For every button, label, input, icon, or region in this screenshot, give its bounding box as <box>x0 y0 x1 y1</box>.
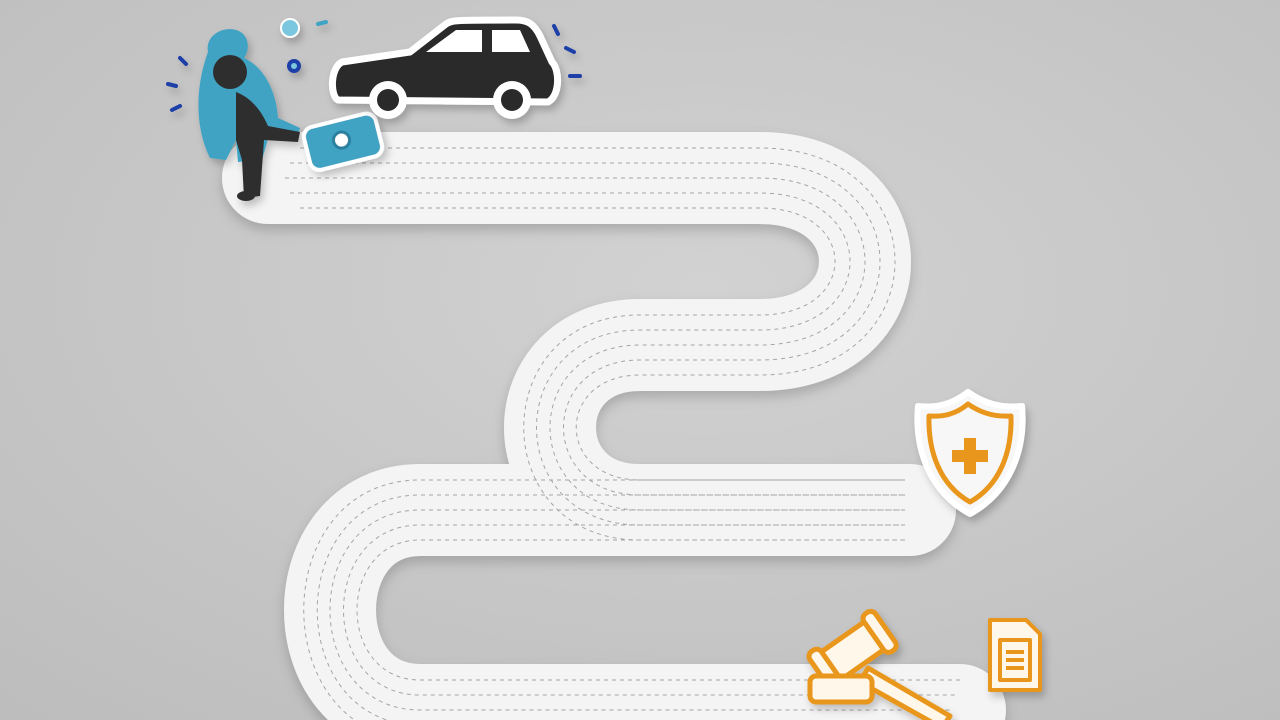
gavel-head-band-right <box>860 608 899 655</box>
lane-line-4 <box>290 192 955 696</box>
shield-cross-icon <box>914 389 1026 517</box>
document-lines <box>1006 650 1024 670</box>
shield-cross <box>952 438 988 474</box>
person-dark-body <box>236 92 300 198</box>
car-wheel-rear-hub <box>501 89 523 111</box>
dizzy-dash <box>316 20 328 26</box>
gavel-block <box>807 673 875 705</box>
lane-line-5 <box>300 207 960 681</box>
document-icon <box>988 618 1042 692</box>
lane-line-3 <box>285 177 950 711</box>
briefcase-icon <box>301 111 385 172</box>
car-icon <box>329 16 582 119</box>
road-lane-lines <box>285 147 960 720</box>
dizzy-circle-1 <box>280 18 300 38</box>
car-window-rear <box>492 30 530 52</box>
shield-inner <box>926 401 1014 505</box>
car-motion-marks <box>552 24 582 78</box>
dizzy-circle-3 <box>291 63 297 69</box>
injured-person-icon <box>166 18 328 201</box>
car-wheel-front-hub <box>377 89 399 111</box>
car-window-front <box>426 30 482 52</box>
person-dark-head <box>213 55 247 89</box>
briefcase-clasp <box>332 130 352 150</box>
lane-line-2 <box>290 162 905 720</box>
gavel-icon <box>806 608 953 720</box>
lane-line-1 <box>300 147 905 720</box>
person-foot <box>237 191 255 201</box>
motion-marks-left <box>166 56 188 112</box>
